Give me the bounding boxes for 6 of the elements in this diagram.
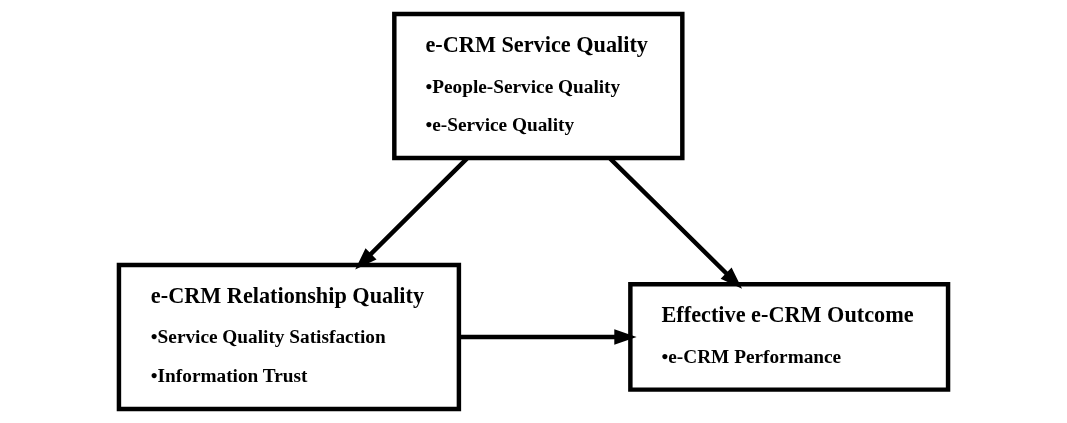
node-box: e-CRM Relationship Quality •Service Quality Satisfaction •Information Trust — [116, 262, 462, 412]
node-box: Effective e-CRM Outcome •e-CRM Performance — [628, 282, 951, 392]
node-box: e-CRM Service Quality •People-Service Quality •e-Service Quality — [392, 11, 685, 161]
arrow — [458, 329, 637, 345]
arrow — [608, 157, 743, 289]
arrow — [355, 157, 469, 270]
